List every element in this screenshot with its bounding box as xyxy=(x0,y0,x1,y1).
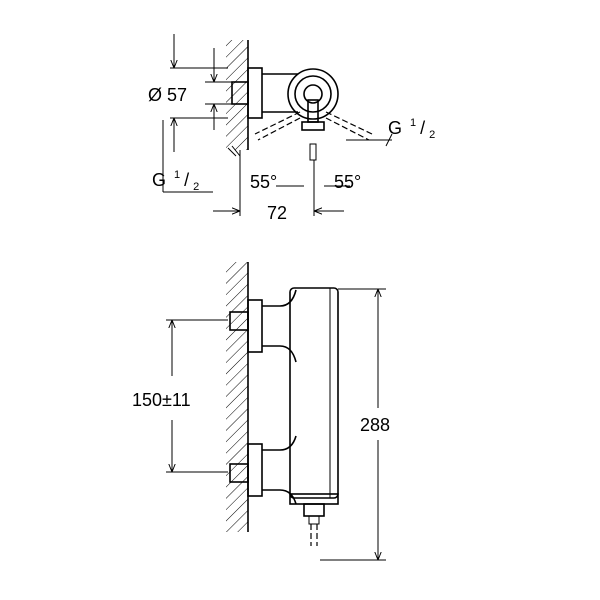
thread-label-right: G 1 / 2 xyxy=(388,113,435,141)
thread-tick-right xyxy=(385,133,393,147)
wall-hatch-front xyxy=(226,262,248,532)
angle-tick-left-2 xyxy=(231,145,241,157)
handle-ring xyxy=(303,84,323,104)
outlet-thread-front xyxy=(308,515,320,525)
outlet-dashed xyxy=(310,524,318,546)
escutcheon-upper xyxy=(247,299,263,353)
body-base xyxy=(289,493,339,505)
front-view: 150±11 288 xyxy=(132,262,390,561)
body-circle-outer xyxy=(287,68,339,120)
swing-right-dashed xyxy=(325,111,373,141)
offset-label: 72 xyxy=(267,203,287,223)
elbow-upper xyxy=(262,289,297,363)
outlet-nut xyxy=(301,121,325,131)
angle-right-label: 55° xyxy=(334,172,361,192)
outlet-nut-front xyxy=(303,503,325,517)
spacing-label: 150±11 xyxy=(132,390,191,410)
angle-left-label: 55° xyxy=(250,172,277,192)
body-circle-inner xyxy=(294,75,332,113)
body-outline-top xyxy=(262,73,298,113)
thread-label-left: G 1 / 2 xyxy=(152,165,199,193)
outlet-spout xyxy=(309,143,317,161)
diameter-label: Ø 57 xyxy=(148,85,187,105)
mixer-body xyxy=(289,287,339,499)
top-view: Ø 57 G 1 / 2 G 1 / 2 55° 55° 72 xyxy=(148,34,435,223)
swing-left-dashed xyxy=(254,111,301,141)
elbow-lower xyxy=(262,435,297,505)
wall-hatch-top xyxy=(226,40,248,150)
escutcheon-top xyxy=(247,67,263,119)
escutcheon-lower xyxy=(247,443,263,497)
height-label: 288 xyxy=(360,415,390,435)
angle-tick-left xyxy=(227,147,237,157)
